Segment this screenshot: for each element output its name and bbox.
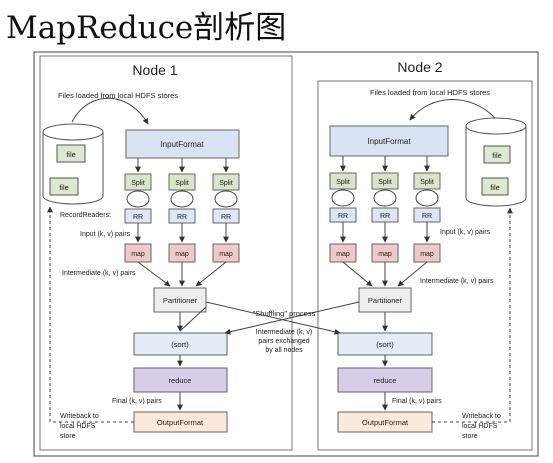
node-1-rr-label: RR: [133, 214, 143, 221]
node-2-split: [371, 172, 399, 190]
shuffle-arrow: [224, 301, 360, 335]
node-1-intermediate-pairs: Intermediate (k, v) pairs: [62, 270, 136, 277]
node-2-column: Split RR map: [413, 156, 441, 263]
node-1-output-format-label: OutputFormat: [157, 418, 204, 427]
node-1-writeback-arrow: [47, 206, 134, 423]
page-title: MapReduce剖析图: [6, 10, 287, 46]
node-1-map-label: map: [131, 251, 145, 258]
node-1-files-loaded: Files loaded from local HDFS stores: [58, 91, 178, 100]
shuffle-arrow: [179, 306, 207, 332]
node-2-file-label: file: [490, 183, 500, 192]
node-2-final-pairs: Final (k, v) pairs: [392, 398, 442, 405]
node-2-label: Node 2: [397, 59, 442, 75]
node-1-sort-label: (sort): [171, 340, 189, 349]
node-2-output-format-label: OutputFormat: [362, 418, 409, 427]
node-1-rr-label: RR: [177, 214, 187, 221]
node-1-load-arrow: [71, 97, 149, 125]
node-2-split-label: Split: [336, 179, 350, 186]
node-1-file-box: [56, 144, 86, 163]
node-2-column: Split RR map: [329, 156, 357, 263]
shuffle: "Shuffling" process Intermediate (k, v) …: [179, 301, 360, 354]
node-1-split-label: Split: [219, 180, 233, 187]
node-1-input-format-label: InputFormat: [160, 140, 204, 149]
node-2-reduce-label: reduce: [374, 376, 397, 385]
node-2-map-label: map: [420, 251, 434, 258]
node-2-split: [329, 172, 357, 190]
node-2-intermediate-pairs: Intermediate (k, v) pairs: [420, 278, 494, 285]
node-2-file-box: [481, 177, 509, 196]
node-1-input-format: [125, 129, 240, 159]
node-2-rr-label: RR: [380, 213, 390, 220]
node-2-writeback-line: Writeback to: [462, 413, 501, 420]
node-1-split-label: Split: [175, 180, 189, 187]
node-2-split-label: Split: [420, 179, 434, 186]
node-1-column: Split RR map: [124, 158, 152, 263]
node-2-file-label: file: [492, 151, 502, 160]
node-2-writeback-line: local HDFS: [462, 423, 498, 430]
node-2-load-arrow: [409, 99, 496, 121]
node-2-split-label: Split: [378, 179, 392, 186]
node-1-map-label: map: [175, 251, 189, 258]
node-2-sort-label: (sort): [376, 340, 394, 349]
node-1-file-label: file: [66, 150, 76, 159]
shuffle-arrow: [205, 301, 341, 335]
node-2-frame: [317, 80, 533, 451]
node-2-writeback-arrow: [432, 207, 513, 423]
node-2-map-label: map: [336, 251, 350, 258]
node-1-frame: [39, 55, 293, 451]
node-1-writeback-line: local HDFS: [60, 423, 96, 430]
node-2-map-label: map: [378, 251, 392, 258]
shuffle-process-label: "Shuffling" process: [253, 309, 316, 318]
node-2-partitioner-label: Partitioner: [368, 296, 403, 305]
node-1-rr-label: RR: [221, 214, 231, 221]
node-2-writeback-line: store: [462, 433, 478, 440]
node-1-file-box: [49, 177, 79, 196]
node-2-input-pairs: Input (k, v) pairs: [440, 229, 491, 236]
node-1-final-pairs: Final (k, v) pairs: [112, 398, 162, 405]
node-1-partitioner: [153, 287, 207, 313]
node-1-input-pairs: Input (k, v) pairs: [80, 231, 131, 238]
node-1-label: Node 1: [132, 62, 177, 78]
node-1-record-readers: RecordReaders:: [60, 212, 111, 219]
node-1-partitioner-label: Partitioner: [163, 296, 198, 305]
outer-frame: [33, 51, 539, 457]
node-2: Node 2 Files loaded from local HDFS stor…: [317, 59, 533, 451]
node-1-column: Split RR map: [212, 158, 240, 263]
node-2-file-box: [483, 145, 511, 164]
node-1-writeback-line: Writeback to: [60, 413, 99, 420]
node-1-column: Split RR map: [168, 158, 196, 263]
node-1-file-label: file: [59, 183, 69, 192]
node-1-map-label: map: [219, 251, 233, 258]
node-2-partitioner: [358, 287, 412, 313]
node-1: Node 1 Files loaded from local HDFS stor…: [39, 55, 293, 451]
node-1-split-label: Split: [131, 180, 145, 187]
node-2-rr-label: RR: [338, 213, 348, 220]
node-1-reduce-label: reduce: [169, 376, 192, 385]
node-1-writeback-line: store: [60, 433, 76, 440]
node-1-hdfs-store: file file: [42, 123, 104, 205]
node-2-input-format-label: InputFormat: [367, 137, 411, 146]
node-2-hdfs-store: file file: [465, 117, 527, 207]
node-1-split: [124, 173, 152, 191]
node-2-split: [413, 172, 441, 190]
node-2-input-format: [329, 125, 449, 157]
node-2-column: Split RR map: [371, 156, 399, 263]
node-2-reduce: [337, 367, 433, 393]
node-1-split: [168, 173, 196, 191]
node-1-split: [212, 173, 240, 191]
shuffle-exchange-line: Intermediate (k, v): [256, 329, 312, 336]
node-1-reduce: [133, 367, 228, 393]
node-2-files-loaded: Files loaded from local HDFS stores: [370, 88, 490, 97]
node-2-rr-label: RR: [422, 213, 432, 220]
shuffle-exchange-line: by all nodes: [265, 347, 303, 354]
shuffle-exchange-line: pairs exchanged: [258, 338, 309, 345]
